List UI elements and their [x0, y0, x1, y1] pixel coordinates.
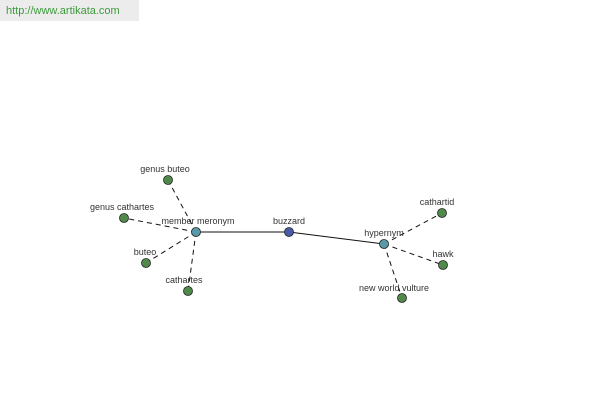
node-new-world-vulture[interactable] [397, 293, 407, 303]
edge-buzzard-to-hypernym [288, 231, 385, 245]
node-genus-buteo[interactable] [163, 175, 173, 185]
node-cathartid[interactable] [437, 208, 447, 218]
node-genus-cathartes[interactable] [119, 213, 129, 223]
edge-member-meronym-to-genus-buteo [167, 179, 197, 233]
node-label-cathartid[interactable]: cathartid [420, 197, 455, 207]
node-label-hypernym[interactable]: hypernym [364, 228, 404, 238]
node-label-genus-buteo[interactable]: genus buteo [140, 164, 190, 174]
edge-member-meronym-to-cathartes [187, 231, 197, 292]
node-label-member-meronym[interactable]: member meronym [161, 216, 234, 226]
node-label-buteo[interactable]: buteo [134, 247, 157, 257]
node-label-cathartes[interactable]: cathartes [165, 275, 203, 285]
node-buteo[interactable] [141, 258, 151, 268]
node-label-genus-cathartes[interactable]: genus cathartes [90, 202, 155, 212]
node-member-meronym[interactable] [191, 227, 201, 237]
node-cathartes[interactable] [183, 286, 193, 296]
edge-hypernym-to-hawk [383, 243, 444, 266]
node-hawk[interactable] [438, 260, 448, 270]
edge-hypernym-to-new-world-vulture [383, 243, 403, 299]
edge-member-meronym-to-genus-cathartes [123, 217, 197, 233]
node-buzzard[interactable] [284, 227, 294, 237]
edge-member-meronym-to-buteo [145, 231, 197, 264]
edge-hypernym-to-cathartid [383, 212, 443, 245]
node-label-new-world-vulture[interactable]: new world vulture [359, 283, 429, 293]
node-hypernym[interactable] [379, 239, 389, 249]
node-label-hawk[interactable]: hawk [432, 249, 454, 259]
site-url[interactable]: http://www.artikata.com [0, 0, 139, 21]
edges-layer [123, 179, 444, 299]
labels-layer: buzzard member meronym hypernym genus buteo… [90, 164, 454, 293]
nodes-layer [119, 175, 448, 303]
node-label-buzzard[interactable]: buzzard [273, 216, 305, 226]
